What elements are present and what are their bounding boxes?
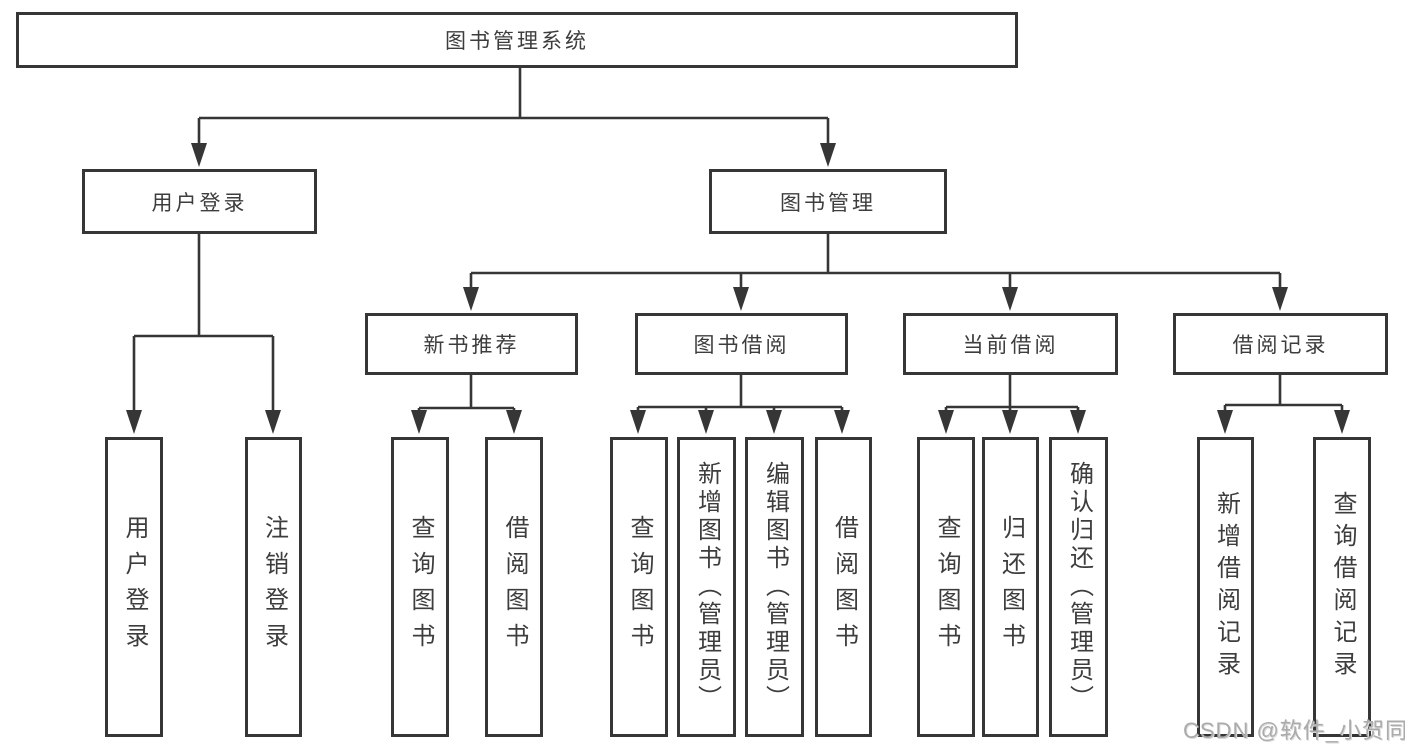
csdn-watermark: CSDN @软件_小贺同学	[1183, 718, 1405, 743]
node-leaf-user-login: 用户登录	[105, 437, 163, 737]
node-leaf-borrow-books: 借阅图书	[815, 437, 872, 737]
node-label: 用户登录	[151, 191, 248, 215]
node-root-library-management-system: 图书管理系统	[16, 12, 1018, 68]
node-label: 当前借阅	[962, 334, 1059, 357]
node-label: 查询图书	[933, 515, 960, 659]
node-label: 查询图书	[626, 515, 653, 659]
node-leaf-edit-books-admin: 编辑图书（管理员）	[745, 437, 804, 737]
node-leaf-query-books-recommend: 查询图书	[391, 437, 449, 737]
node-label: 新书推荐	[423, 334, 520, 357]
node-borrowing-records: 借阅记录	[1173, 313, 1388, 375]
node-label: 借阅图书	[501, 515, 528, 659]
node-current-borrowing: 当前借阅	[903, 313, 1118, 375]
node-label: 借阅记录	[1232, 334, 1329, 357]
node-leaf-query-books-borrowing: 查询图书	[610, 437, 668, 737]
node-label: 图书管理	[780, 191, 876, 215]
node-label: 查询借阅记录	[1329, 491, 1356, 683]
node-label: 注销登录	[260, 515, 288, 659]
node-leaf-logout: 注销登录	[245, 437, 302, 737]
node-label: 编辑图书（管理员）	[761, 461, 789, 713]
node-leaf-add-borrow-record: 新增借阅记录	[1197, 437, 1254, 737]
node-leaf-add-books-admin: 新增图书（管理员）	[677, 437, 736, 737]
node-label: 用户登录	[121, 515, 148, 659]
node-new-book-recommend: 新书推荐	[365, 313, 578, 375]
node-leaf-query-borrow-record: 查询借阅记录	[1313, 437, 1371, 737]
node-leaf-confirm-return-admin: 确认归还（管理员）	[1049, 437, 1108, 737]
node-label: 确认归还（管理员）	[1065, 461, 1093, 713]
node-label: 图书管理系统	[445, 30, 589, 53]
node-user-login: 用户登录	[82, 169, 317, 234]
node-book-borrowing: 图书借阅	[635, 313, 848, 375]
node-label: 图书借阅	[693, 334, 790, 357]
node-leaf-query-books-current: 查询图书	[917, 437, 975, 737]
node-leaf-borrow-books-recommend: 借阅图书	[485, 437, 543, 737]
node-leaf-return-books: 归还图书	[982, 437, 1039, 737]
node-book-management: 图书管理	[709, 169, 947, 234]
node-label: 查询图书	[407, 515, 434, 659]
node-label: 新增借阅记录	[1212, 491, 1240, 683]
node-label: 归还图书	[997, 515, 1025, 659]
node-label: 借阅图书	[830, 515, 858, 659]
node-label: 新增图书（管理员）	[693, 461, 721, 713]
